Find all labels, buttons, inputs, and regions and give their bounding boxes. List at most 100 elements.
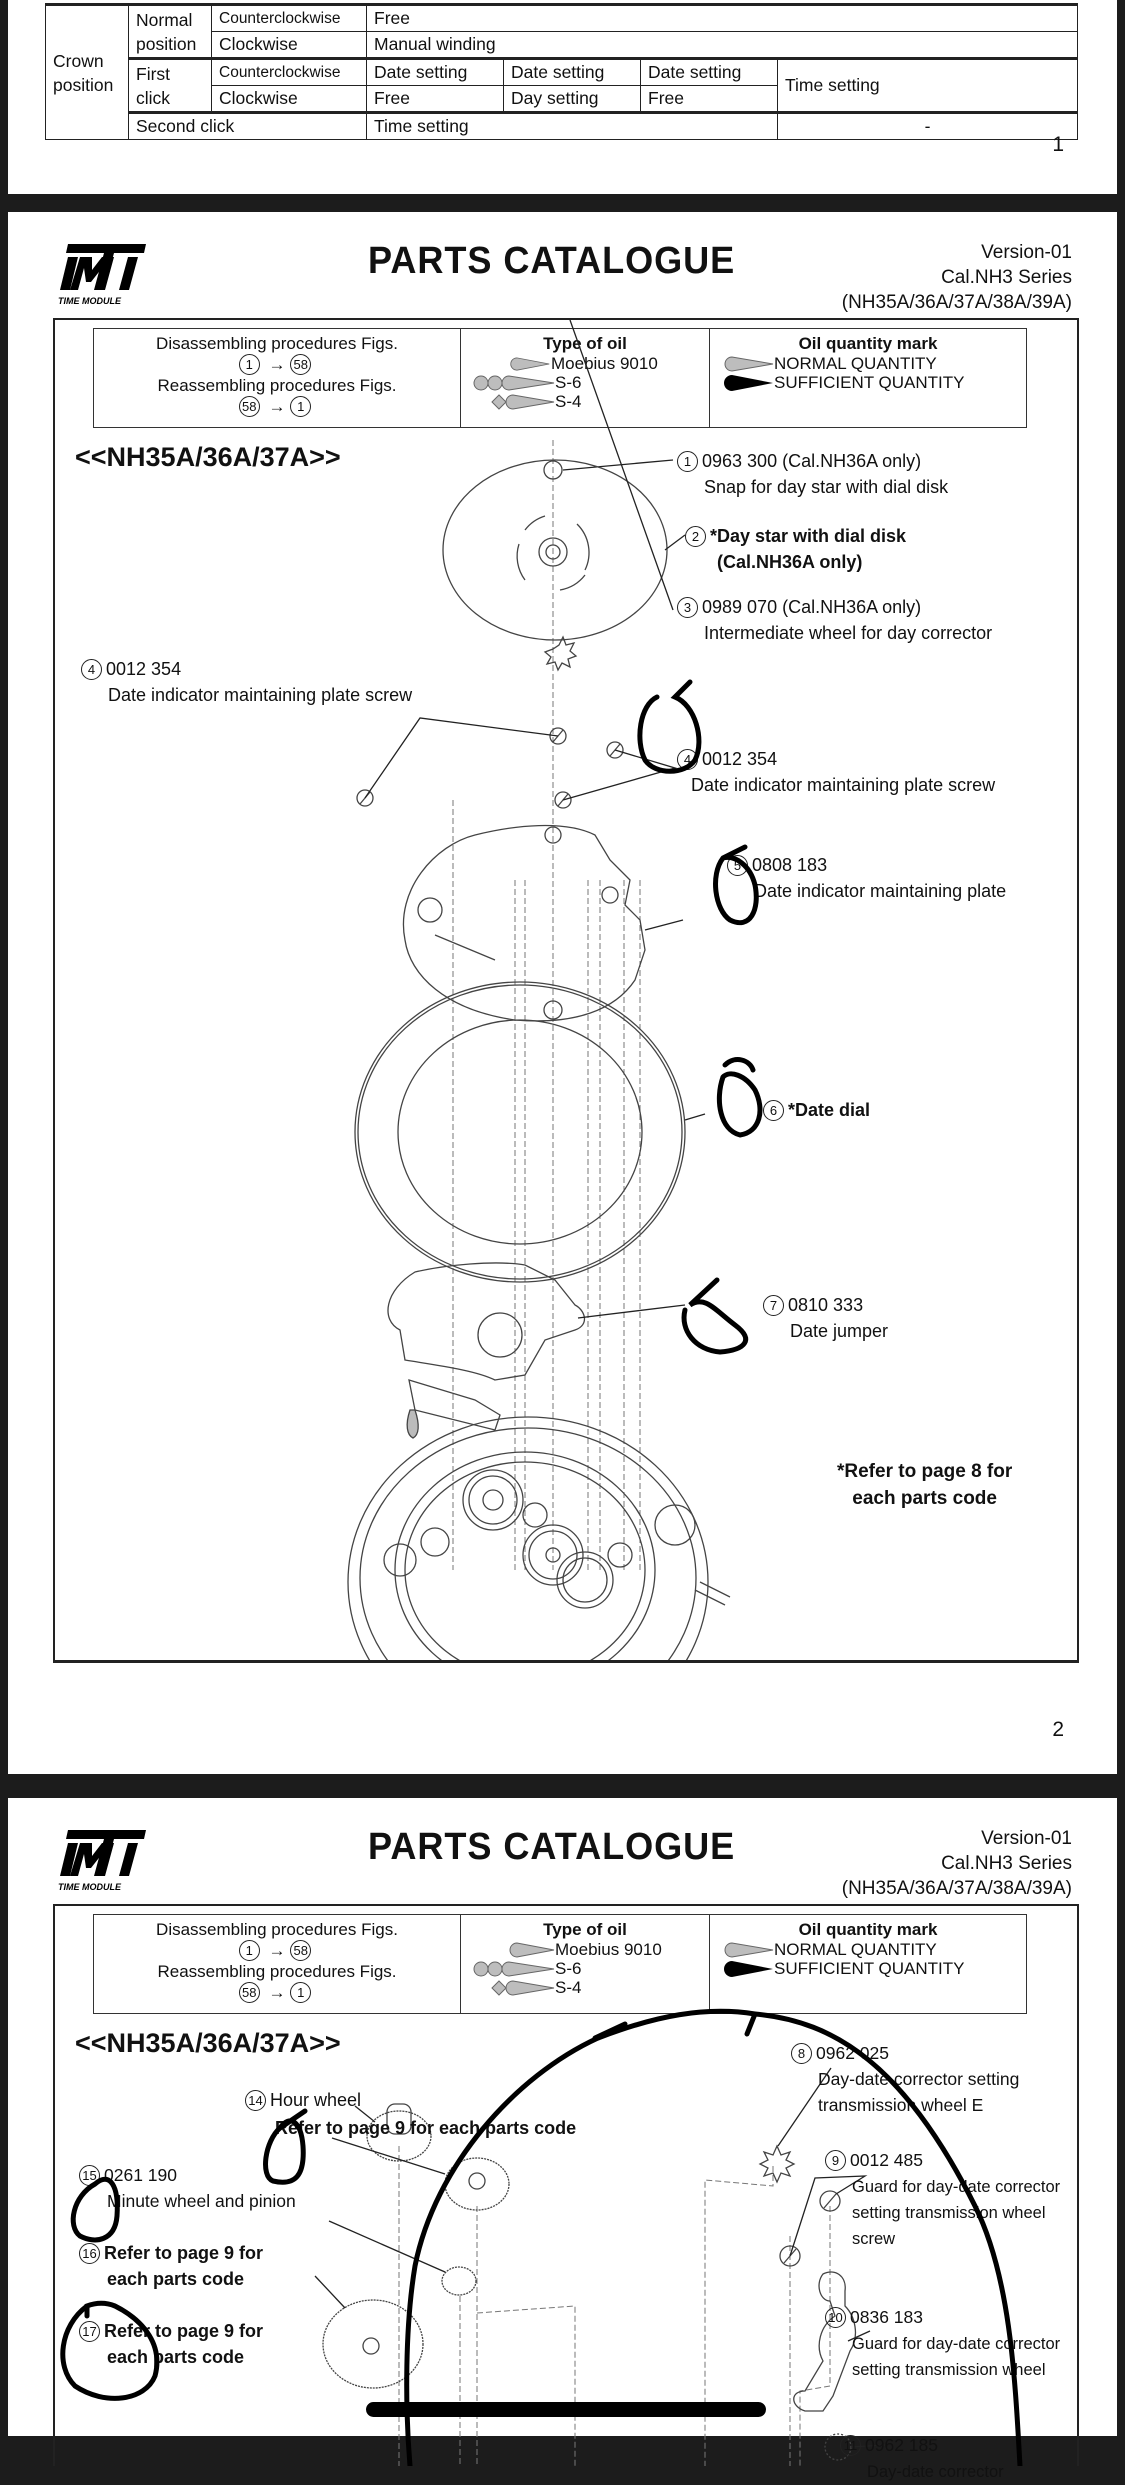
fig-start: 1 (238, 354, 260, 375)
crown-position-table: Crown position Normal position Countercl… (45, 3, 1078, 140)
reassembling-range: 58 → 1 (94, 1982, 460, 2003)
first-cw-value-3: Free (640, 85, 778, 113)
day-star-disk (442, 459, 668, 641)
callout-number: 10 (825, 2307, 846, 2328)
part-name: setting transmission wheel (852, 2361, 1046, 2379)
oil-qty-title: Oil quantity mark (798, 334, 938, 353)
oil-sufficient: SUFFICIENT QUANTITY (710, 373, 1026, 392)
part-name: Date indicator maintaining plate screw (691, 775, 996, 795)
part-code: 0808 183 (752, 855, 828, 875)
note-line-1: *Refer to page 8 for (837, 1461, 1013, 1482)
first-ccw-value-1: Date setting (366, 57, 504, 86)
callout-number: 1 (677, 451, 698, 472)
sufficient-quantity: SUFFICIENT QUANTITY (774, 373, 965, 392)
fig-end: 58 (290, 1940, 312, 1961)
sufficient-drop-icon (724, 1960, 773, 1977)
first-cw-label: Clockwise (211, 85, 367, 113)
part-name: Date indicator maintaining plate screw (108, 685, 413, 705)
first-ccw-label: Counterclockwise (211, 57, 367, 86)
oil-s6: S-6 (461, 373, 709, 392)
part-name: Guard for day-date corrector (852, 2335, 1061, 2353)
disassembling-range: 1 → 58 (94, 354, 460, 375)
version-info: Version-01 Cal.NH3 Series (NH35A/36A/37A… (842, 1826, 1072, 1901)
part-name: Minute wheel and pinion (107, 2191, 296, 2211)
oil-type-1: Moebius 9010 (551, 354, 658, 373)
part-code: Refer to page 9 for (104, 2321, 264, 2341)
part-code: 0962 185 (865, 2435, 938, 2455)
large-wheel (322, 2299, 424, 2389)
callout-number: 16 (79, 2243, 100, 2264)
callout-number: 4 (81, 659, 102, 680)
snap-part (543, 460, 563, 480)
callout-number: 15 (79, 2165, 100, 2186)
oil-drop-diamond-icon (491, 393, 555, 410)
fig-end: 1 (290, 1982, 312, 2003)
content-frame: Disassembling procedures Figs. 1 → 58 Re… (53, 1904, 1079, 2481)
part-name: Snap for day star with dial disk (704, 477, 949, 497)
part-label-6: 6*Date dial (763, 1100, 870, 1121)
disassembling-label: Disassembling procedures Figs. (156, 1920, 398, 1939)
first-ccw-value-3: Date setting (640, 57, 778, 86)
oil-type-2: S-6 (555, 1959, 582, 1978)
callout-number: 4 (677, 749, 698, 770)
oil-type-legend: Type of oil Moebius 9010 S-6 S-4 (461, 1915, 710, 2013)
exploded-diagram (347, 320, 731, 1660)
reassembling-label: Reassembling procedures Figs. (157, 376, 397, 395)
fig-start: 58 (238, 396, 260, 417)
callout-number: 14 (245, 2090, 266, 2111)
part-name: Intermediate wheel for day corrector (704, 623, 993, 643)
oil-type-1: Moebius 9010 (555, 1940, 662, 1959)
page-2: TIME MODULE PARTS CATALOGUE Version-01 C… (8, 212, 1117, 1774)
arrow: → (268, 355, 286, 374)
first-cw-value-1: Free (366, 85, 504, 113)
part-code: 0810 333 (788, 1295, 864, 1315)
second-click-value: Time setting (366, 111, 778, 140)
part-code: 0989 070 (Cal.NH36A only) (702, 597, 922, 617)
note-line-2: each parts code (852, 1488, 997, 1509)
arrow: → (268, 397, 286, 416)
part-code: Refer to page 9 for (104, 2243, 264, 2263)
arrow: → (268, 1941, 286, 1960)
intermediate-wheel (543, 635, 578, 672)
oil-drop-icon (509, 1941, 555, 1958)
normal-cw-value: Manual winding (366, 31, 1078, 59)
callout-number: 8 (791, 2043, 812, 2064)
page-number: 2 (1052, 1718, 1064, 1741)
oil-quantity-legend: Oil quantity mark NORMAL QUANTITY SUFFIC… (710, 329, 1026, 427)
first-ccw-value-2: Date setting (503, 57, 641, 86)
callout-number: 5 (727, 855, 748, 876)
normal-quantity: NORMAL QUANTITY (774, 1940, 937, 1959)
part-code: 0012 354 (702, 749, 778, 769)
first-click-label: First click (128, 57, 212, 113)
sufficient-quantity: SUFFICIENT QUANTITY (774, 1959, 965, 1978)
date-jumper (387, 1262, 586, 1381)
section-title: <<NH35A/36A/37A>> (75, 442, 341, 472)
callout-number: 9 (825, 2150, 846, 2171)
screws (356, 727, 624, 809)
series: Cal.NH3 Series (941, 1853, 1072, 1874)
callout-number: 7 (763, 1295, 784, 1316)
series: Cal.NH3 Series (941, 267, 1072, 288)
oil-normal: NORMAL QUANTITY (710, 354, 1026, 373)
date-dial (354, 981, 686, 1283)
models: (NH35A/36A/37A/38A/39A) (841, 292, 1072, 313)
part-name: each parts code (107, 2269, 245, 2289)
models: (NH35A/36A/37A/38A/39A) (841, 1878, 1072, 1899)
oil-drop-triple-icon (473, 1960, 555, 1977)
normal-position-label: Normal position (128, 3, 212, 59)
callout-number: 6 (763, 1100, 784, 1121)
page-1: Crown position Normal position Countercl… (8, 0, 1117, 194)
home-indicator[interactable] (366, 2402, 766, 2417)
part-label-2: 2*Day star with dial disk (Cal.NH36A onl… (685, 523, 906, 575)
page-number: 1 (1052, 133, 1064, 156)
procedure-legend: Disassembling procedures Figs. 1 → 58 Re… (94, 1915, 461, 2013)
fig-end: 1 (290, 396, 312, 417)
